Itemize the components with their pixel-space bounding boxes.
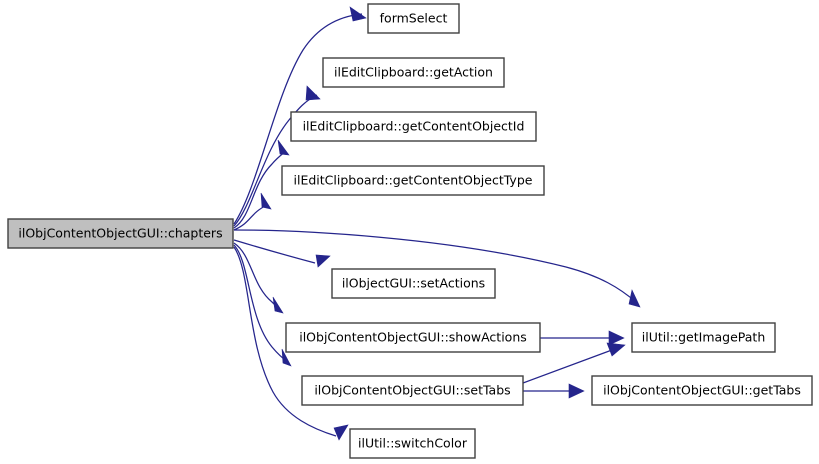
node-getImagePath[interactable]: ilUtil::getImagePath bbox=[631, 322, 776, 353]
node-label: ilObjContentObjectGUI::setTabs bbox=[314, 383, 510, 398]
arrowhead-icon bbox=[277, 139, 290, 156]
node-box[interactable] bbox=[7, 218, 234, 249]
edge-chapters-to-setActions bbox=[233, 239, 331, 268]
arrowhead-icon bbox=[272, 296, 284, 314]
node-label: ilObjContentObjectGUI::showActions bbox=[299, 330, 527, 345]
node-label: ilEditClipboard::getAction bbox=[334, 65, 493, 80]
edge-chapters-to-getAction bbox=[233, 85, 321, 227]
edge-line bbox=[233, 239, 316, 264]
arrowhead-icon bbox=[349, 6, 367, 22]
edges-layer bbox=[233, 6, 641, 441]
node-getContentObjectId[interactable]: ilEditClipboard::getContentObjectId bbox=[290, 111, 537, 142]
node-setActions[interactable]: ilObjectGUI::setActions bbox=[331, 268, 496, 299]
edge-chapters-to-getContentObjectType bbox=[233, 192, 272, 231]
node-switchColor[interactable]: ilUtil::switchColor bbox=[349, 428, 476, 459]
edge-line bbox=[233, 94, 318, 227]
node-box[interactable] bbox=[290, 111, 537, 142]
node-label: ilUtil::getImagePath bbox=[642, 330, 766, 345]
edge-line bbox=[233, 229, 638, 304]
node-box[interactable] bbox=[331, 268, 496, 299]
node-label: ilEditClipboard::getContentObjectType bbox=[294, 173, 533, 188]
node-box[interactable] bbox=[591, 375, 813, 406]
arrowhead-icon bbox=[260, 192, 272, 210]
node-label: ilObjContentObjectGUI::getTabs bbox=[603, 383, 801, 398]
edge-line bbox=[522, 346, 621, 384]
edge-chapters-to-getImagePath bbox=[233, 229, 641, 308]
edge-showActions-to-getImagePath bbox=[540, 330, 625, 346]
edge-setTabs-to-getTabs bbox=[523, 383, 585, 399]
edge-chapters-to-formSelect bbox=[233, 6, 367, 225]
arrowhead-icon bbox=[281, 348, 292, 367]
node-label: ilObjContentObjectGUI::chapters bbox=[18, 226, 222, 241]
node-chapters[interactable]: ilObjContentObjectGUI::chapters bbox=[7, 218, 234, 249]
edge-chapters-to-getContentObjectId bbox=[233, 139, 290, 229]
node-label: ilObjectGUI::setActions bbox=[342, 276, 485, 291]
edge-chapters-to-showActions bbox=[233, 242, 284, 314]
arrowhead-icon bbox=[305, 85, 321, 101]
node-box[interactable] bbox=[349, 428, 476, 459]
node-getAction[interactable]: ilEditClipboard::getAction bbox=[322, 57, 505, 88]
edge-line bbox=[233, 150, 287, 229]
node-setTabs[interactable]: ilObjContentObjectGUI::setTabs bbox=[301, 375, 524, 406]
node-box[interactable] bbox=[301, 375, 524, 406]
node-label: ilEditClipboard::getContentObjectId bbox=[303, 119, 525, 134]
node-getTabs[interactable]: ilObjContentObjectGUI::getTabs bbox=[591, 375, 813, 406]
edge-setTabs-to-getImagePath bbox=[522, 342, 626, 384]
arrowhead-icon bbox=[315, 254, 331, 268]
nodes-layer: ilObjContentObjectGUI::chapters formSelec… bbox=[7, 3, 813, 459]
arrowhead-icon bbox=[628, 289, 641, 308]
arrowhead-icon bbox=[606, 342, 626, 357]
node-box[interactable] bbox=[631, 322, 776, 353]
edge-line bbox=[233, 204, 268, 231]
node-getContentObjectType[interactable]: ilEditClipboard::getContentObjectType bbox=[281, 165, 545, 196]
arrowhead-icon bbox=[568, 383, 585, 399]
node-label: formSelect bbox=[380, 11, 448, 26]
node-formSelect[interactable]: formSelect bbox=[367, 3, 460, 34]
node-showActions[interactable]: ilObjContentObjectGUI::showActions bbox=[285, 322, 541, 353]
node-box[interactable] bbox=[281, 165, 545, 196]
edge-chapters-to-setTabs bbox=[233, 244, 292, 367]
edge-chapters-to-switchColor bbox=[233, 246, 349, 441]
arrowhead-icon bbox=[608, 330, 625, 346]
edge-line bbox=[233, 13, 363, 225]
arrowhead-icon bbox=[333, 424, 349, 441]
node-box[interactable] bbox=[285, 322, 541, 353]
node-label: ilUtil::switchColor bbox=[358, 436, 468, 451]
node-box[interactable] bbox=[322, 57, 505, 88]
edge-line bbox=[233, 244, 289, 363]
edge-line bbox=[233, 246, 337, 437]
node-box[interactable] bbox=[367, 3, 460, 34]
